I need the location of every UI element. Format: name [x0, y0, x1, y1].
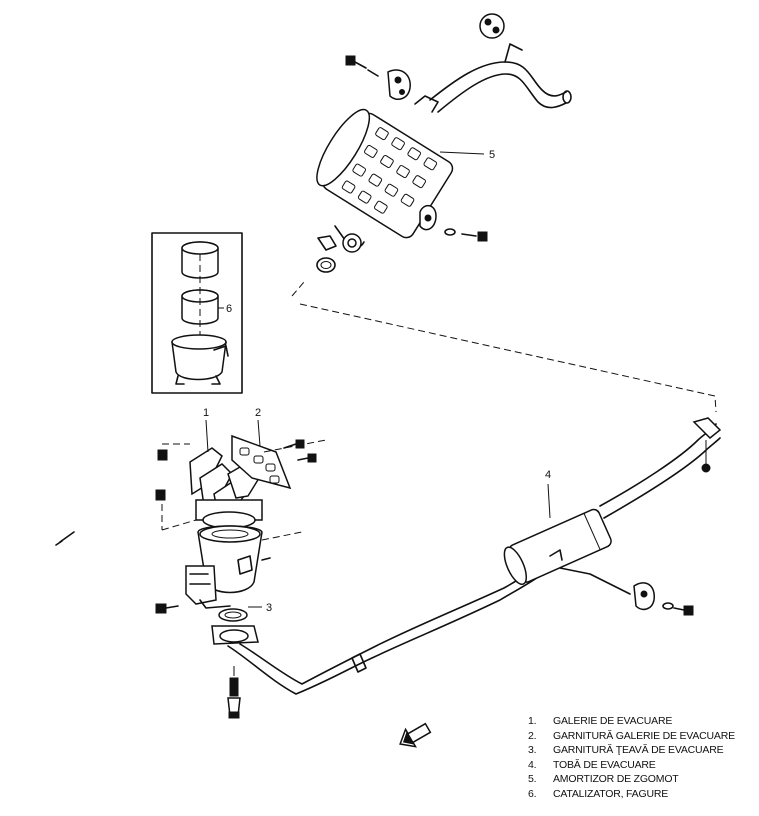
rubber-hanger-top	[479, 13, 505, 39]
rear-silencer-assembly: 5	[316, 13, 572, 273]
callout-3: 3	[266, 602, 272, 614]
callout-2: 2	[255, 407, 261, 419]
front-direction-arrow-icon	[399, 722, 432, 748]
callout-1: 1	[203, 407, 209, 419]
bolt-manifold-low	[155, 603, 179, 614]
long-bolt-left	[55, 531, 75, 546]
bolt-top-left	[345, 55, 367, 69]
legend-item: 6.CATALIZATOR, FAGURE	[528, 787, 669, 800]
legend-item: 1.GALERIE DE EVACUARE	[528, 715, 673, 727]
manifold-assembly: 1 2 3	[155, 407, 327, 645]
stud-upper	[283, 439, 305, 449]
legend-item: 3.GARNITURĂ ŢEAVĂ DE EVACUARE	[528, 744, 724, 757]
legend-item: 4.TOBĂ DE EVACUARE	[528, 758, 656, 771]
bolt-muffler-hanger	[673, 605, 694, 616]
parts-legend: 1.GALERIE DE EVACUARE 2.GARNITURĂ GALERI…	[528, 714, 753, 802]
bolt-manifold-top	[157, 443, 190, 461]
legend-item: 2.GARNITURĂ GALERIE DE EVACUARE	[528, 729, 735, 742]
bolt-manifold-mid	[155, 489, 197, 531]
callout-6: 6	[226, 303, 232, 315]
bolt-right-silencer	[461, 231, 488, 242]
catalyst-inset: 6	[151, 232, 243, 394]
stud-lower	[297, 453, 317, 463]
legend-item: 5.AMORTIZOR DE ZGOMOT	[528, 773, 679, 786]
callout-5: 5	[489, 149, 495, 161]
spring-bolt	[227, 666, 241, 719]
rubber-hanger-right	[419, 204, 437, 231]
connection-line-silencer	[291, 281, 717, 413]
rubber-hanger-muffler	[633, 582, 655, 611]
callout-4: 4	[545, 469, 551, 481]
rubber-hanger-left	[387, 69, 411, 101]
muffler-assembly: 4	[227, 417, 722, 695]
